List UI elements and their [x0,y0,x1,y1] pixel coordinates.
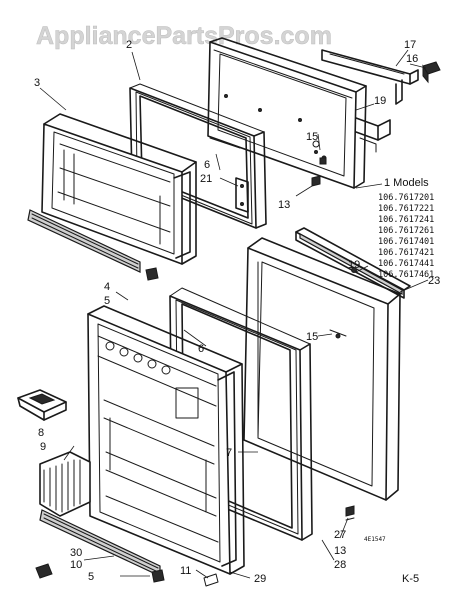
freezer-trim-strip [27,209,141,273]
freezer-door-liner [41,113,197,265]
freezer-door-gasket [129,83,267,229]
top-hinge-bracket [321,49,419,105]
callout-27: 27 [334,529,346,541]
hinge-pin-upper [145,267,159,281]
model-number: 106.7617221 [378,204,434,214]
callout-9: 9 [40,441,46,453]
callout-6-upper: 6 [204,159,210,171]
callout-5-upper: 5 [104,295,110,307]
fresh-food-door-outer [243,237,401,501]
pin-upper [312,140,327,165]
model-number: 106.7617201 [378,193,434,203]
callout-5-lower: 5 [88,571,94,583]
callout-15-upper: 15 [306,131,318,143]
page-code: K-5 [402,573,419,585]
drawing-code: 4E1547 [364,536,386,543]
screw-upper [311,175,321,187]
screw-27 [345,505,355,521]
dairy-bin [17,389,67,421]
model-number: 106.7617241 [378,215,434,225]
callout-19-lower: 19 [348,259,360,271]
model-list-header: 1 Models [384,177,429,189]
callout-7: 7 [226,447,232,459]
callout-23: 23 [428,275,440,287]
model-number: 106.7617461 [378,270,434,280]
callout-19-upper: 19 [374,95,386,107]
bottom-trim-strip [39,509,161,577]
freezer-door-outer [207,37,367,189]
callout-3: 3 [34,77,40,89]
model-list: 1 Models 106.7617201 106.7617221 106.761… [355,177,434,280]
hinge-pin-lower [151,569,165,583]
model-number: 106.7617421 [378,248,434,258]
hinge-plate [422,61,441,84]
callout-13-lower: 13 [334,545,346,557]
fresh-food-door-liner [87,305,245,575]
callout-11: 11 [180,565,191,577]
callout-28: 28 [334,559,346,571]
callout-16: 16 [406,53,418,65]
callout-30: 30 [70,547,82,559]
door-top-bracket-lower [295,227,411,299]
model-number: 106.7617441 [378,259,434,269]
callout-2: 2 [126,39,132,51]
callout-10: 10 [70,559,82,571]
watermark-text: AppliancePartsPros.com [36,22,332,50]
callout-21: 21 [200,173,212,185]
bracket-21 [235,177,249,213]
callout-15-lower: 15 [306,331,318,343]
door-stop-bracket-upper [355,117,391,153]
clip-30 [35,563,53,579]
model-number: 106.7617261 [378,226,434,236]
callout-17: 17 [404,39,416,51]
callout-4: 4 [104,281,110,293]
callout-8: 8 [38,427,44,439]
pin-lower [329,329,347,339]
callout-29: 29 [254,573,266,585]
screw-11 [203,573,219,587]
model-number: 106.7617401 [378,237,434,247]
callout-6-lower: 6 [198,343,204,355]
callout-13-upper: 13 [278,199,290,211]
shelf-grille [39,451,91,517]
callout-labels: 2 3 4 5 6 21 13 15 17 16 19 19 23 15 6 7… [34,39,440,585]
leader-lines [29,49,429,579]
